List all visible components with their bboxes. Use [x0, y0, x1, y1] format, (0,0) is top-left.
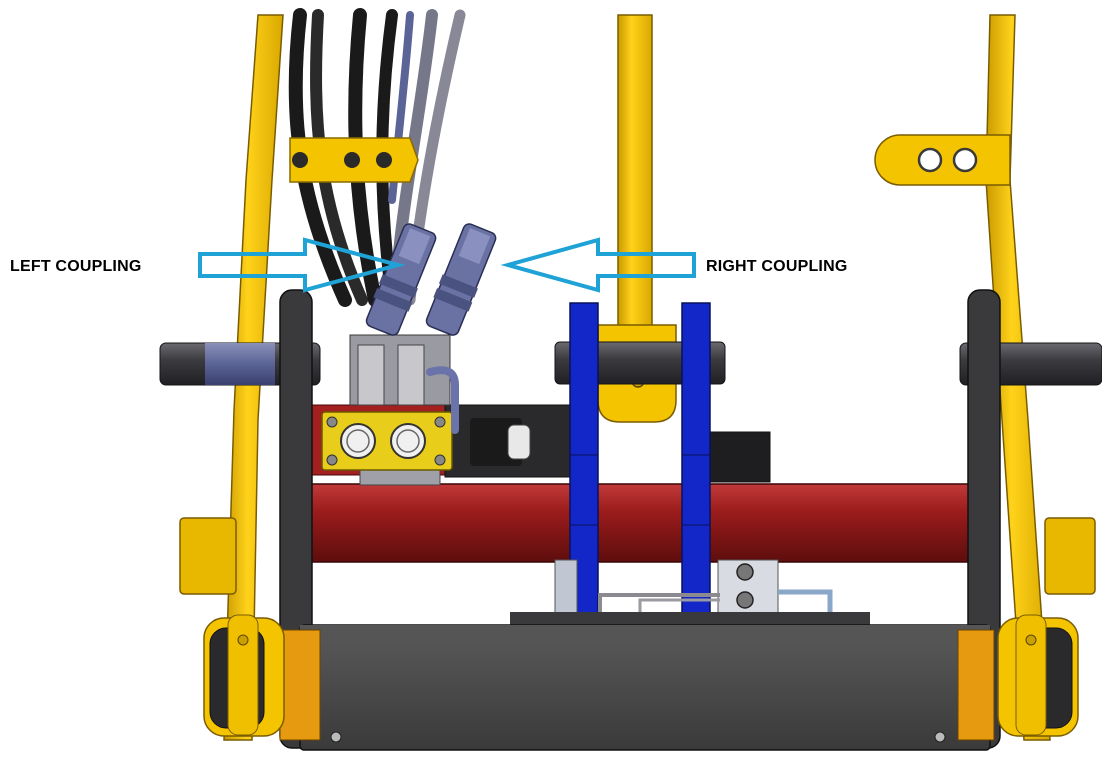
right-coupling — [425, 223, 497, 336]
valve-block — [321, 334, 459, 486]
blue-plate-right — [681, 302, 711, 624]
gray-housing — [279, 624, 995, 751]
right-arrow-icon — [500, 237, 696, 293]
left-hub — [203, 614, 285, 737]
hose-bracket — [289, 137, 419, 183]
left-arrow-icon — [198, 237, 406, 293]
right-hub — [997, 614, 1079, 737]
valve-solenoid — [444, 404, 771, 483]
right-coupling-label: RIGHT COUPLING — [706, 258, 848, 275]
left-coupling — [365, 223, 437, 336]
lower-manifold — [510, 559, 870, 626]
left-coupling-label: LEFT COUPLING — [10, 258, 142, 275]
